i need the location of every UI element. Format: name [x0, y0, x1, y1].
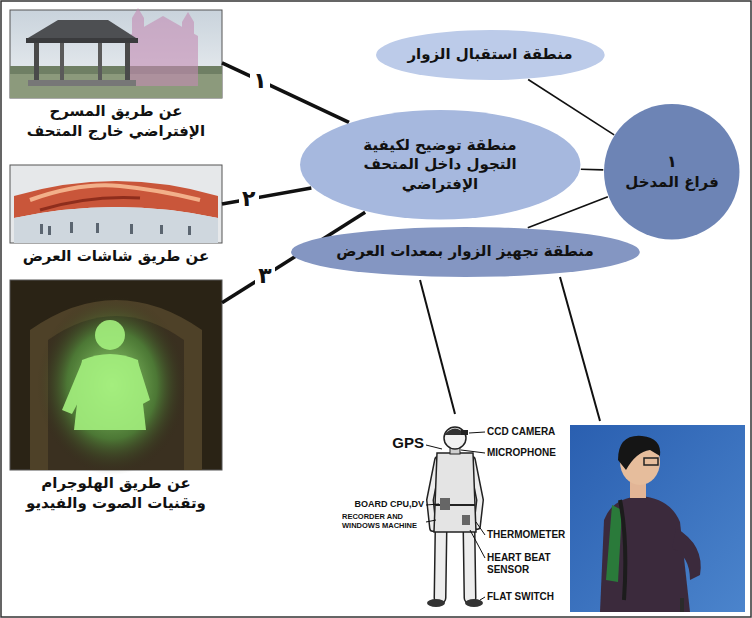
node-text-group: ١فراغ المدخل — [625, 152, 718, 192]
part-label: RECORDER AND WINDOWS MACHINE — [342, 513, 424, 530]
node-text: عن طريق الهلوجرام وتقنيات الصوت والفيديو — [10, 474, 222, 513]
leader-line — [420, 280, 455, 414]
node-text-group: عن طريق شاشات العرض — [10, 247, 222, 267]
zone-ellipse: منطقة استقبال الزوار — [375, 29, 606, 81]
zone-ellipse: منطقة توضيح لكيفية التجول داخل المتحف ال… — [299, 109, 582, 221]
node-text: منطقة توضيح لكيفية التجول داخل المتحف ال… — [338, 136, 543, 195]
node-text-group: منطقة استقبال الزوار — [407, 45, 572, 65]
part-label: THERMOMETER — [487, 529, 565, 541]
hologram-picture — [10, 280, 222, 475]
part-label: GPS — [392, 434, 424, 451]
zone-ellipse: منطقة تجهيز الزوار بمعدات العرض — [290, 226, 641, 278]
callout-number: ٢ — [239, 187, 258, 211]
part-label: MICROPHONE — [487, 447, 556, 459]
node-text: ١ — [625, 152, 718, 173]
part-label: BOARD CPU,DV — [354, 499, 424, 509]
visitor-photo — [570, 425, 745, 612]
screens-picture — [10, 165, 222, 243]
leader-line — [560, 277, 600, 421]
part-label: CCD CAMERA — [487, 426, 555, 438]
connector-line — [528, 80, 614, 135]
node-ellipse — [376, 30, 605, 80]
node-ellipse — [300, 110, 581, 220]
node-ellipse — [604, 104, 740, 240]
callout-number: ١ — [250, 69, 269, 93]
node-text: فراغ المدخل — [625, 173, 718, 193]
part-label: HEART BEAT SENSOR — [487, 552, 557, 575]
node-text-group: منطقة توضيح لكيفية التجول داخل المتحف ال… — [338, 136, 543, 195]
label-leaders — [426, 432, 485, 600]
node-outline — [603, 103, 741, 241]
connector-line — [222, 188, 311, 204]
callout-number: ٣ — [255, 264, 274, 288]
image-node: عن طريق شاشات العرض — [10, 165, 222, 267]
image-node: عن طريق الهلوجرام وتقنيات الصوت والفيديو — [10, 280, 222, 513]
node-text: منطقة تجهيز الزوار بمعدات العرض — [336, 242, 594, 262]
connector-line — [222, 63, 349, 123]
node-text-group: منطقة تجهيز الزوار بمعدات العرض — [336, 242, 594, 262]
node-text: عن طريق شاشات العرض — [10, 247, 222, 267]
node-text-group: عن طريق الهلوجرام وتقنيات الصوت والفيديو — [10, 474, 222, 513]
theater-picture — [10, 8, 222, 98]
image-node: عن طريق المسرح الإفتراضي خارج المتحف — [10, 10, 222, 141]
entrance-circle: ١فراغ المدخل — [603, 103, 741, 241]
node-text: منطقة استقبال الزوار — [407, 45, 572, 65]
connector-line — [581, 168, 603, 170]
node-text-group: عن طريق المسرح الإفتراضي خارج المتحف — [10, 102, 222, 141]
node-ellipse — [291, 227, 640, 277]
visitor-drawing — [427, 427, 483, 607]
part-label: FLAT SWITCH — [487, 591, 554, 603]
node-text: عن طريق المسرح الإفتراضي خارج المتحف — [10, 102, 222, 141]
